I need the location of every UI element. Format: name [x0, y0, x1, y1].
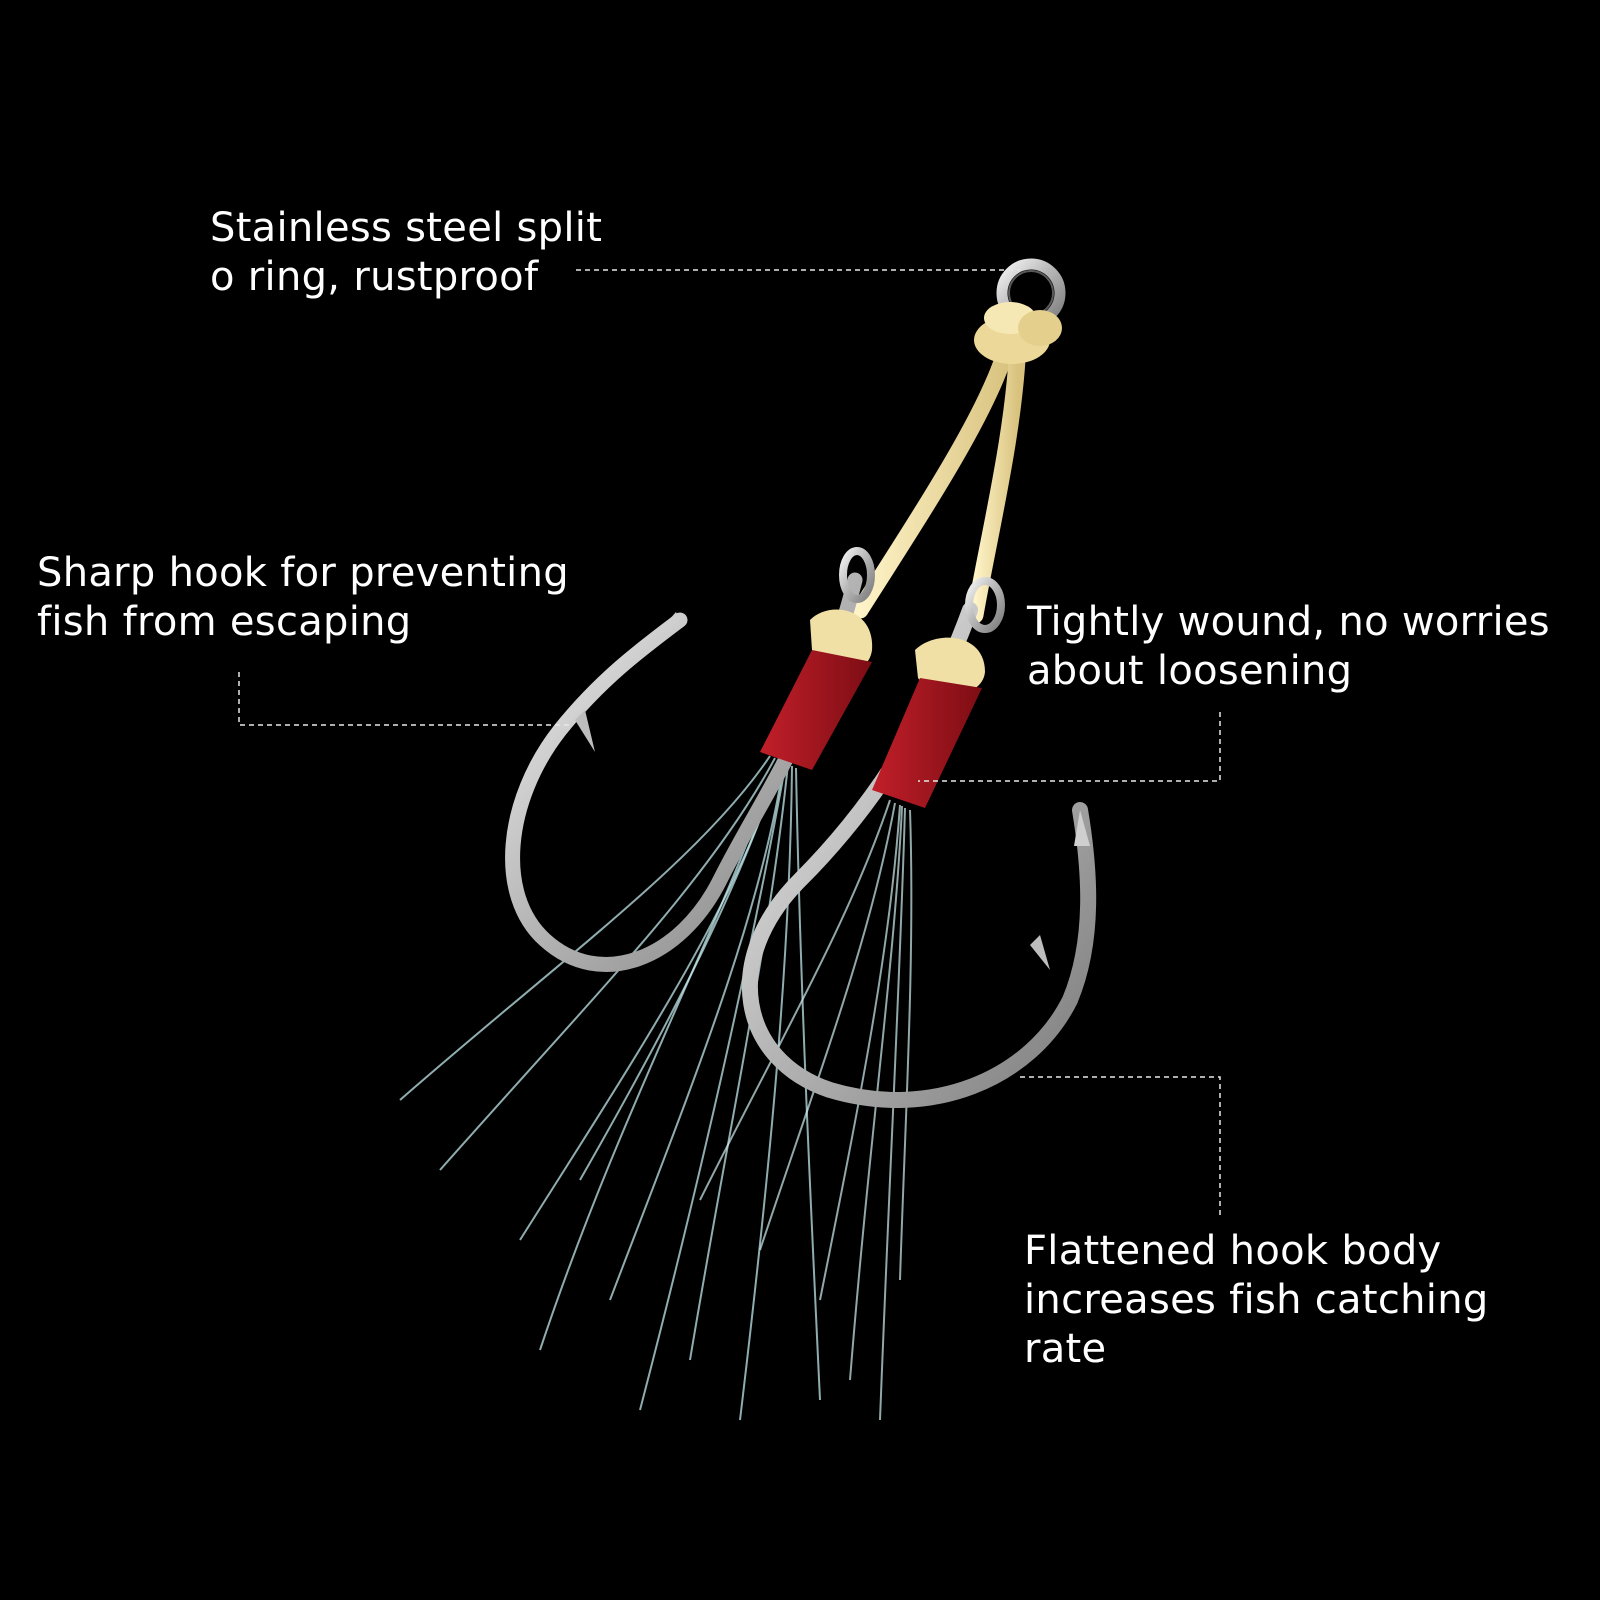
callout-flattened-body: Flattened hook body increases fish catch…: [1024, 1227, 1489, 1374]
hook-left: [505, 547, 875, 972]
flash-tinsel-right: [699, 799, 913, 1421]
callout-text-line: increases fish catching: [1024, 1277, 1489, 1323]
assist-cord: [851, 302, 1062, 624]
callout-text-line: Flattened hook body: [1024, 1228, 1442, 1274]
callout-split-ring: Stainless steel split o ring, rustproof: [210, 204, 602, 302]
callout-text-line: Stainless steel split: [210, 205, 603, 251]
callout-sharp-hook: Sharp hook for preventing fish from esca…: [37, 549, 569, 647]
callout-text-line: Sharp hook for preventing: [37, 550, 569, 596]
flash-tinsel-left: [399, 755, 821, 1421]
callout-tightly-wound: Tightly wound, no worries about loosenin…: [1027, 598, 1550, 696]
callout-text-line: fish from escaping: [37, 599, 412, 645]
callout-text-line: o ring, rustproof: [210, 254, 539, 300]
callout-text-line: Tightly wound, no worries: [1027, 599, 1550, 645]
callout-text-line: rate: [1024, 1326, 1107, 1372]
hook-right: [741, 577, 1097, 1108]
callout-text-line: about loosening: [1027, 648, 1353, 694]
